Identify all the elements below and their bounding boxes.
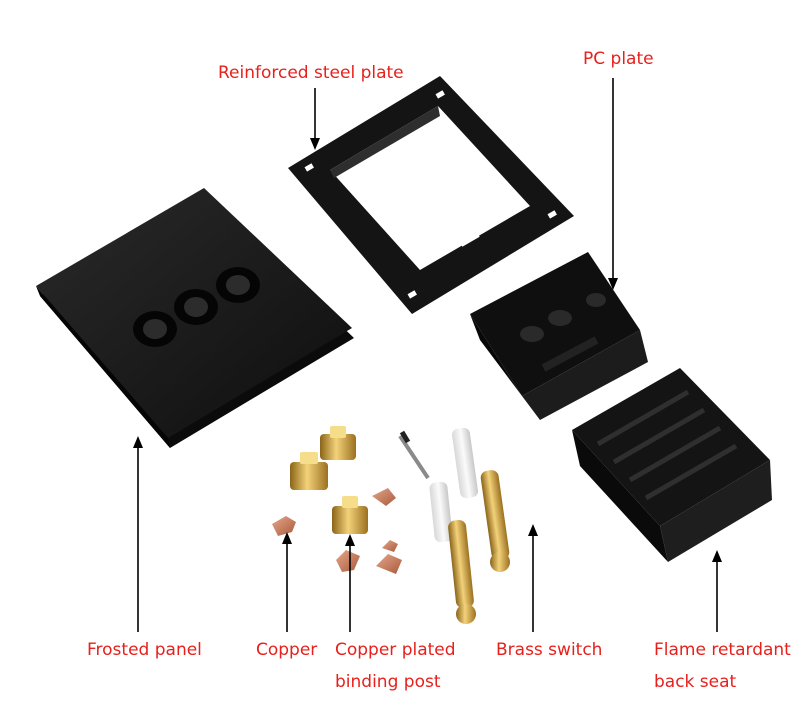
- label-line-2: back seat: [654, 672, 737, 692]
- label-line-1: Flame retardant: [654, 640, 791, 660]
- arrow-copper: [282, 532, 292, 632]
- pc-plate-part: [470, 252, 648, 420]
- spring-part: [398, 430, 430, 480]
- panel-button-holes: [133, 267, 260, 347]
- arrow-binding-post: [345, 534, 355, 632]
- frosted-panel-part: [36, 188, 354, 448]
- back-seat-part: [572, 368, 772, 562]
- label-line-1: Copper plated: [335, 640, 456, 660]
- arrow-frosted-panel: [133, 436, 143, 632]
- arrow-steel-plate: [310, 88, 320, 150]
- brass-switch-parts: [429, 427, 510, 624]
- label-reinforced-steel-plate: Reinforced steel plate: [218, 63, 404, 83]
- copper-clip-parts: [272, 488, 402, 574]
- callout-arrows: [133, 78, 722, 632]
- binding-post-parts: [290, 426, 368, 534]
- label-flame-retardant-back-seat: Flame retardant back seat: [654, 639, 791, 693]
- steel-plate-part: [288, 76, 574, 314]
- arrow-back-seat: [712, 550, 722, 632]
- arrow-pc-plate: [608, 78, 618, 290]
- label-copper-plated-binding-post: Copper plated binding post: [335, 639, 456, 693]
- arrow-brass-switch: [528, 524, 538, 632]
- label-frosted-panel: Frosted panel: [87, 640, 202, 660]
- label-line-2: binding post: [335, 672, 441, 692]
- label-copper: Copper: [256, 640, 318, 660]
- label-pc-plate: PC plate: [583, 49, 654, 69]
- label-brass-switch: Brass switch: [496, 640, 603, 660]
